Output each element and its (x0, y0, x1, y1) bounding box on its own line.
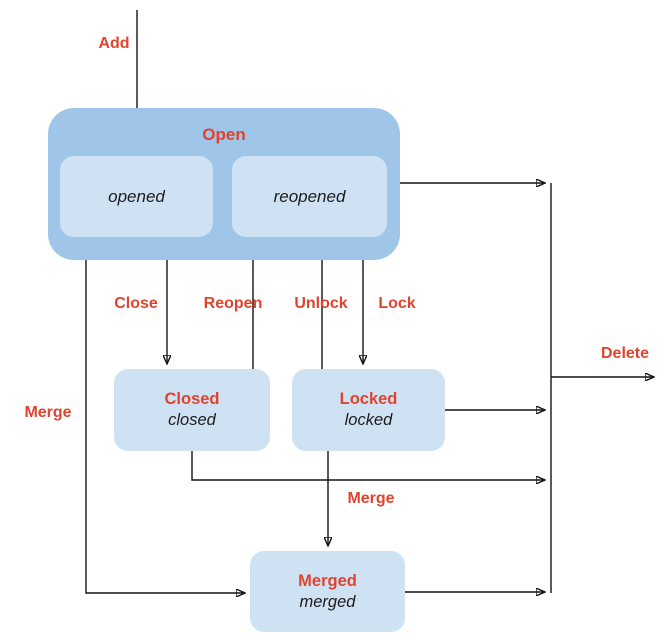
state-opened: opened (60, 156, 213, 237)
state-merged-subtitle: merged (299, 592, 356, 611)
state-closed-subtitle: closed (168, 411, 216, 429)
state-closed: Closed closed (114, 369, 270, 451)
state-locked-subtitle: locked (344, 411, 393, 429)
merge-left-arrow (85, 260, 244, 593)
state-locked-title: Locked (339, 390, 398, 408)
transition-label-lock: Lock (378, 295, 416, 312)
open-group-label: Open (202, 125, 246, 144)
closed-to-collector-arrow (191, 451, 544, 480)
transition-label-merge-left: Merge (24, 404, 72, 421)
transition-label-reopen: Reopen (203, 295, 263, 312)
transition-label-merge-bottom: Merge (347, 490, 395, 507)
transition-label-add: Add (98, 35, 130, 52)
state-locked: Locked locked (292, 369, 445, 451)
state-closed-title: Closed (164, 390, 220, 408)
transition-label-close: Close (114, 295, 158, 312)
transition-label-unlock: Unlock (294, 295, 348, 312)
state-merged: Merged merged (250, 551, 405, 632)
state-opened-label: opened (108, 186, 165, 206)
transition-label-delete: Delete (600, 345, 650, 362)
state-merged-title: Merged (298, 571, 357, 590)
state-reopened: reopened (232, 156, 387, 237)
state-reopened-label: reopened (273, 186, 346, 206)
